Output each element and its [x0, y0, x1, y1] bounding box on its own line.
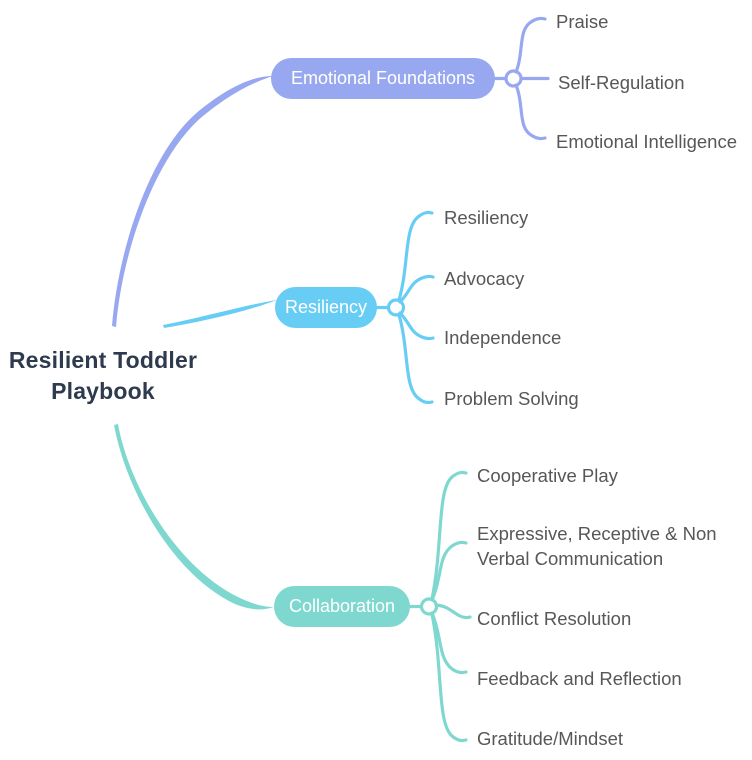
branch-label-emotional-foundations[interactable]: Emotional Foundations [290, 68, 476, 88]
junction-emotional-foundations[interactable] [504, 69, 523, 88]
leaf-label-problem-solving[interactable]: Problem Solving [444, 388, 579, 409]
connector-independence [398, 311, 435, 341]
leaf-label-advocacy[interactable]: Advocacy [444, 268, 525, 289]
trunk-resiliency [163, 300, 277, 328]
branch-label-resiliency[interactable]: Resiliency [284, 297, 368, 317]
trunk-collaboration [114, 424, 274, 610]
connector-feedback-reflection [430, 611, 468, 675]
connector-resiliency-leaf [397, 210, 434, 302]
connector-problem-solving [397, 313, 434, 405]
leaf-label-conflict-resolution[interactable]: Conflict Resolution [477, 608, 632, 629]
node-collaboration[interactable] [274, 586, 410, 627]
connector-cooperative-play [430, 470, 468, 601]
connector-expressive-communication [430, 540, 468, 602]
leaf-label-cooperative-play[interactable]: Cooperative Play [477, 465, 618, 486]
branch-emotional-foundations[interactable] [112, 16, 550, 327]
branch-label-collaboration[interactable]: Collaboration [288, 596, 396, 616]
connector-advocacy [398, 274, 435, 304]
connector-praise [514, 16, 547, 74]
leaf-label-expressive-communication[interactable]: Expressive, Receptive & Non Verbal Commu… [477, 523, 717, 569]
root-title: Resilient Toddler Playbook [8, 347, 198, 404]
leaf-label-resiliency[interactable]: Resiliency [444, 207, 529, 228]
connector-gratitude-mindset [430, 612, 468, 743]
leaf-label-independence[interactable]: Independence [444, 327, 562, 348]
junction-resiliency[interactable] [386, 298, 406, 317]
connector-emotional-intelligence [514, 83, 547, 141]
node-emotional-foundations[interactable] [271, 58, 495, 99]
node-resiliency[interactable] [275, 287, 377, 328]
leaf-label-emotional-intelligence[interactable]: Emotional Intelligence [556, 131, 737, 152]
leaf-label-feedback-and-reflection[interactable]: Feedback and Reflection [477, 668, 682, 689]
junction-collaboration[interactable] [419, 597, 439, 616]
leaf-label-self-regulation[interactable]: Self-Regulation [558, 72, 685, 93]
branch-resiliency[interactable] [163, 210, 435, 405]
trunk-emotional-foundations [112, 76, 273, 327]
connector-conflict-resolution [434, 603, 472, 620]
branch-collaboration[interactable] [114, 424, 472, 743]
leaf-label-praise[interactable]: Praise [556, 11, 609, 32]
leaf-label-gratitude-mindset[interactable]: Gratitude/Mindset [477, 728, 624, 749]
